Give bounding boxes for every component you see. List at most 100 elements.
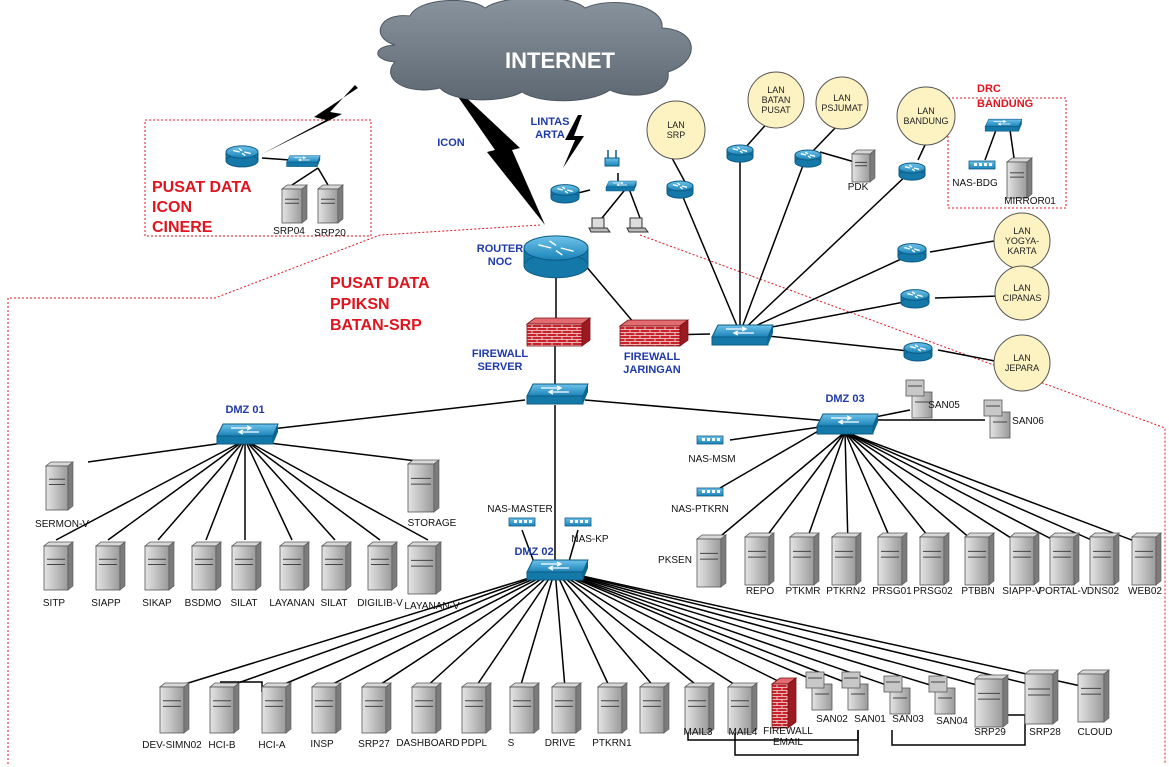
switch-icon xyxy=(816,413,879,435)
server-label: BSDMO xyxy=(185,598,222,609)
storage-label: SAN06 xyxy=(1012,416,1044,427)
link-label-icon: ICON xyxy=(437,137,465,149)
link-line xyxy=(844,431,1146,546)
server-label: PTBBN xyxy=(961,586,994,597)
storage-icon xyxy=(928,675,956,715)
server-label: DRIVE xyxy=(545,738,576,749)
link-line xyxy=(324,569,556,689)
switch-icon xyxy=(526,383,589,405)
lan-label: SRP xyxy=(667,130,686,140)
lan-label: LAN xyxy=(767,85,785,95)
lan-label: LAN xyxy=(1013,283,1031,293)
server-label: SAN02 xyxy=(816,714,848,725)
link-line xyxy=(554,569,989,689)
link-line xyxy=(844,431,936,546)
wan-links xyxy=(262,85,584,225)
server-label: PRSG02 xyxy=(913,586,953,597)
firewall-icon xyxy=(770,677,798,729)
server-icon xyxy=(683,682,716,734)
link-line xyxy=(719,429,821,489)
server-icon xyxy=(1088,532,1121,586)
server-label: DIGILIB-V xyxy=(357,598,403,609)
site-borders xyxy=(7,97,1166,764)
router-icon xyxy=(897,243,927,263)
server-icon xyxy=(876,532,909,586)
dmz02-label: DMZ 02 xyxy=(514,546,553,558)
storage-icon xyxy=(883,675,911,715)
storage-icon xyxy=(905,379,933,419)
server-icon xyxy=(190,541,223,591)
firewall-server-label: FIREWALL xyxy=(472,348,528,360)
link-line xyxy=(554,569,566,689)
link-line xyxy=(844,431,1104,546)
storage-icon xyxy=(805,671,833,711)
storage-icon xyxy=(983,399,1011,439)
link-line xyxy=(55,439,246,541)
nas-icon xyxy=(696,435,724,445)
router-icon xyxy=(550,184,580,204)
switch-icon xyxy=(526,559,589,581)
server-icon xyxy=(230,541,263,591)
lan-bubble xyxy=(896,86,956,146)
link-line xyxy=(244,439,293,541)
link-line xyxy=(671,157,686,183)
lan-label: LAN xyxy=(667,120,685,130)
server-label: INSP xyxy=(310,739,334,750)
server-icon xyxy=(638,682,671,734)
firewall-icon xyxy=(525,317,592,347)
link-line xyxy=(554,569,701,689)
server-label: SRP20 xyxy=(314,228,346,239)
lan-label: LAN xyxy=(833,93,851,103)
link-line xyxy=(244,439,336,541)
server-label: DASHBOARD xyxy=(396,738,459,749)
link-line xyxy=(934,295,1001,299)
lan-label: BATAN xyxy=(762,95,791,105)
link-line xyxy=(759,431,846,546)
link-line xyxy=(601,185,629,219)
server-label: STORAGE xyxy=(408,518,457,529)
server-icon xyxy=(918,532,951,586)
link-line xyxy=(739,254,911,334)
link-line xyxy=(107,439,246,541)
lan-bubble xyxy=(646,100,706,160)
router-icon xyxy=(726,144,754,163)
link-line xyxy=(291,167,319,186)
site-title-ppiksn: PUSAT DATA xyxy=(330,275,430,292)
server-icon xyxy=(726,682,759,734)
link-line xyxy=(519,569,556,689)
lan-bubble xyxy=(994,265,1050,321)
server-icon xyxy=(366,541,399,591)
internet-cloud: INTERNET xyxy=(377,0,692,102)
server-icon xyxy=(830,532,863,586)
server-icon xyxy=(550,682,583,734)
link-line xyxy=(811,124,839,153)
server-icon xyxy=(316,184,345,224)
server-label: HCI-A xyxy=(258,740,286,751)
nas-icon xyxy=(968,160,996,170)
server-icon xyxy=(1023,669,1060,725)
server-label: PTKRN1 xyxy=(592,738,632,749)
server-label: SIKAP xyxy=(142,598,172,609)
nas-icon xyxy=(564,517,592,527)
firewall-email-label: EMAIL xyxy=(773,737,803,748)
site-title-icon-cinere: PUSAT DATA xyxy=(152,179,252,196)
server-icon xyxy=(788,532,821,586)
nas-icon xyxy=(508,517,536,527)
nas-label: NAS-PTKRN xyxy=(671,504,729,515)
link-line xyxy=(223,569,556,689)
server-label: MAIL3 xyxy=(684,727,713,738)
link-line xyxy=(929,239,1001,253)
link-line xyxy=(937,349,1001,363)
link-line xyxy=(157,439,246,541)
lan-bubble xyxy=(993,334,1051,392)
link-line xyxy=(627,185,641,219)
server-label: SITP xyxy=(43,598,66,609)
server-label: PTKMR xyxy=(786,586,821,597)
site-title-icon-cinere: ICON xyxy=(152,199,192,216)
router-icon xyxy=(666,180,694,199)
link-line xyxy=(244,439,426,463)
link-line xyxy=(521,529,536,566)
wireless-ap-icon xyxy=(604,150,620,167)
switch-icon xyxy=(711,324,774,346)
server-icon xyxy=(143,541,176,591)
